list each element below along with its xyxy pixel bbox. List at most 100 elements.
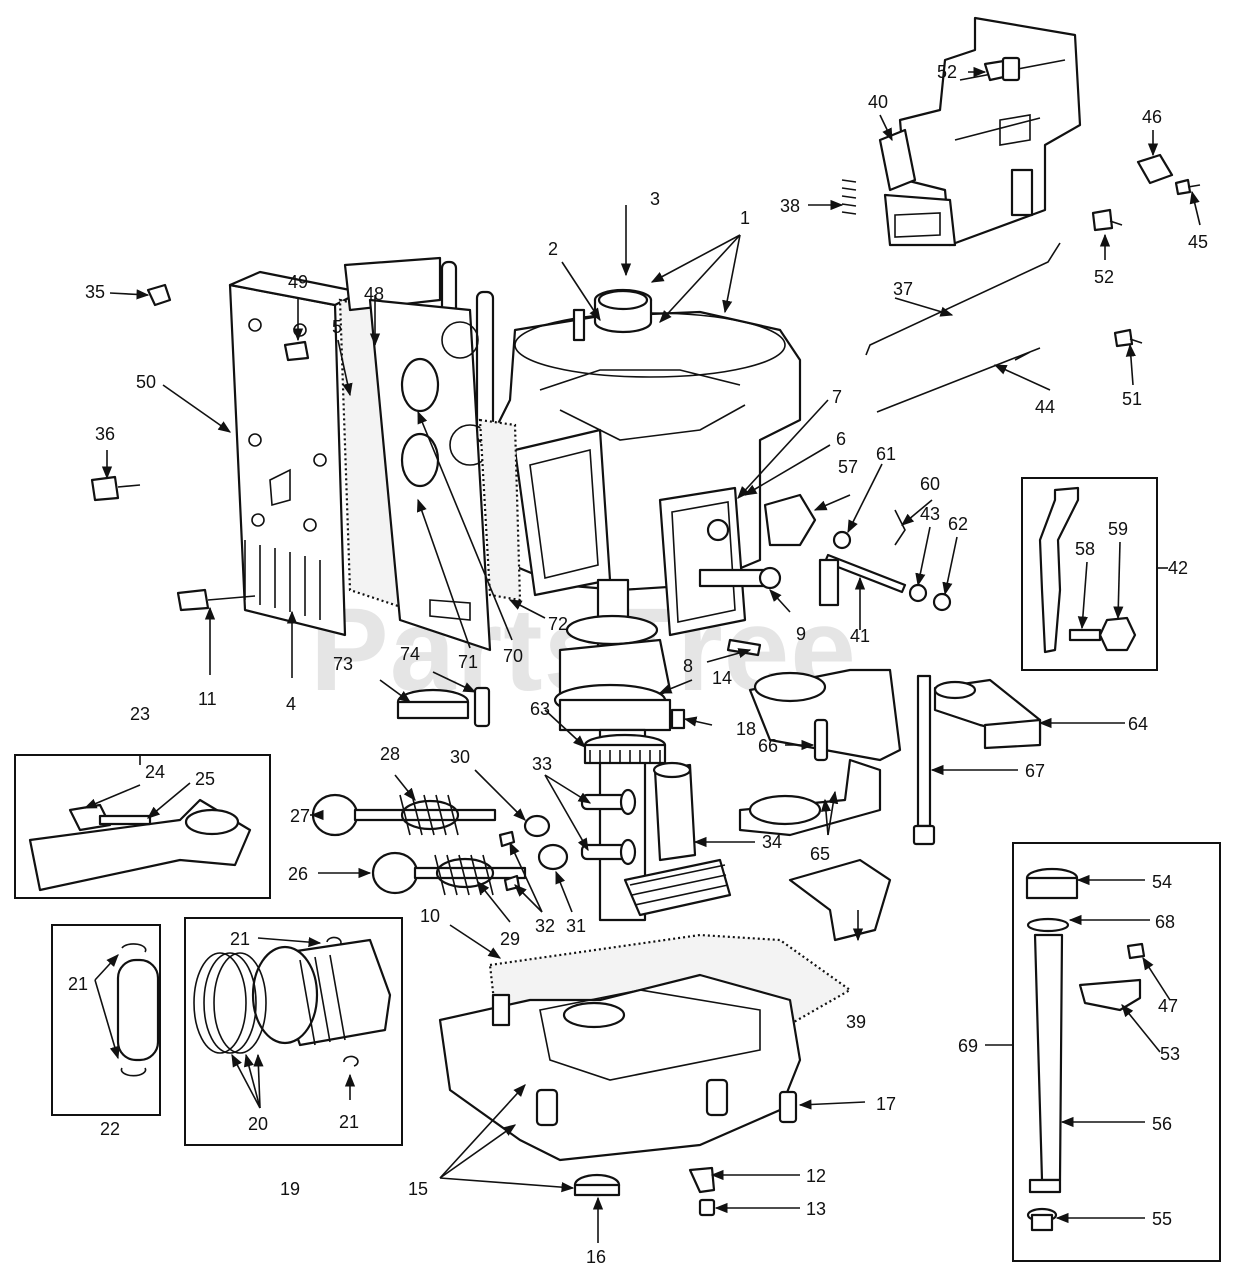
callout-4: 4 <box>286 694 296 714</box>
callout-21-a: 21 <box>230 929 250 949</box>
seal-68 <box>1026 917 1070 933</box>
screw-51 <box>1113 328 1143 348</box>
cylinder-head-50 <box>228 270 362 637</box>
callout-58: 58 <box>1075 539 1095 559</box>
callout-65: 65 <box>810 844 830 864</box>
piston-pin-group-box <box>51 924 161 1116</box>
callout-5: 5 <box>332 317 342 337</box>
callout-39: 39 <box>846 1012 866 1032</box>
callout-43: 43 <box>920 504 940 524</box>
valve-spring-29 <box>434 854 495 896</box>
dipstick-cap-54 <box>1025 867 1079 900</box>
callout-1: 1 <box>740 208 750 228</box>
governor-shaft-41 <box>818 553 907 607</box>
key-18 <box>670 708 686 730</box>
callout-20: 20 <box>248 1114 268 1134</box>
connecting-rod-assembly-23 <box>28 798 252 892</box>
callout-labels: 1 2 3 4 5 6 7 8 9 10 11 12 13 14 15 16 1… <box>68 62 1208 1267</box>
callout-74: 74 <box>400 644 420 664</box>
callout-60: 60 <box>920 474 940 494</box>
callout-42: 42 <box>1168 558 1188 578</box>
breather-assembly <box>658 486 782 637</box>
camshaft-34 <box>623 761 732 917</box>
governor-lever-42 <box>1038 486 1137 654</box>
link-44 <box>876 347 1041 413</box>
valve-26 <box>371 851 527 895</box>
callout-46: 46 <box>1142 107 1162 127</box>
callout-6: 6 <box>836 429 846 449</box>
callout-66: 66 <box>758 736 778 756</box>
callout-40: 40 <box>868 92 888 112</box>
callout-64: 64 <box>1128 714 1148 734</box>
callout-7: 7 <box>832 387 842 407</box>
governor-lever-group-box <box>1021 477 1158 671</box>
callout-32: 32 <box>535 916 555 936</box>
callout-52-a: 52 <box>937 62 957 82</box>
sump-15 <box>438 973 802 1162</box>
callout-31: 31 <box>566 916 586 936</box>
plug-13 <box>698 1198 716 1217</box>
bolt-17 <box>778 1090 798 1124</box>
callout-26: 26 <box>288 864 308 884</box>
callout-70: 70 <box>503 646 523 666</box>
piston-19 <box>251 938 392 1047</box>
callout-36: 36 <box>95 424 115 444</box>
callout-47: 47 <box>1158 996 1178 1016</box>
callout-14: 14 <box>712 668 732 688</box>
callout-15: 15 <box>408 1179 428 1199</box>
screw-52-right <box>1091 208 1123 232</box>
callout-22: 22 <box>100 1119 120 1139</box>
callout-49: 49 <box>288 272 308 292</box>
callout-50: 50 <box>136 372 156 392</box>
oil-seal-16 <box>573 1173 621 1197</box>
callout-19: 19 <box>280 1179 300 1199</box>
callout-30: 30 <box>450 747 470 767</box>
washer-43 <box>908 583 928 603</box>
callout-17: 17 <box>876 1094 896 1114</box>
callout-67: 67 <box>1025 761 1045 781</box>
bolt-52-top <box>983 56 1021 82</box>
governor-39 <box>788 858 892 942</box>
clip-60 <box>894 509 906 546</box>
valve-27 <box>311 793 497 837</box>
dowel-74 <box>473 686 491 728</box>
callout-71: 71 <box>458 652 478 672</box>
link-37 <box>865 242 1061 356</box>
crankshaft-14 <box>553 578 672 922</box>
callout-2: 2 <box>548 239 558 259</box>
callout-53: 53 <box>1160 1044 1180 1064</box>
grommet-55 <box>1026 1207 1058 1232</box>
callout-51: 51 <box>1122 389 1142 409</box>
callout-61: 61 <box>876 444 896 464</box>
retainer-30 <box>523 814 551 838</box>
callout-21-c: 21 <box>339 1112 359 1132</box>
callout-54: 54 <box>1152 872 1172 892</box>
callout-10: 10 <box>420 906 440 926</box>
connecting-rod-group-box <box>14 754 271 899</box>
callout-34: 34 <box>762 832 782 852</box>
clip-62 <box>932 592 952 612</box>
screw-49 <box>283 340 310 362</box>
callout-9: 9 <box>796 624 806 644</box>
screw-45 <box>1174 178 1201 196</box>
callout-69: 69 <box>958 1036 978 1056</box>
callout-73: 73 <box>333 654 353 674</box>
spring-38 <box>841 179 857 215</box>
callout-37: 37 <box>893 279 913 299</box>
piston-rings-20 <box>193 952 267 1054</box>
callout-13: 13 <box>806 1199 826 1219</box>
bracket-53 <box>1078 978 1142 1012</box>
callout-24: 24 <box>145 762 165 782</box>
retainer-31 <box>537 843 569 871</box>
callout-23: 23 <box>130 704 150 724</box>
screw-46 <box>1136 153 1174 185</box>
callout-38: 38 <box>780 196 800 216</box>
callout-28: 28 <box>380 744 400 764</box>
callout-8: 8 <box>683 656 693 676</box>
callout-11: 11 <box>198 689 217 709</box>
elbow-12 <box>688 1166 716 1194</box>
plug-35 <box>146 283 172 307</box>
piston-pin-22 <box>116 943 160 1077</box>
control-bracket <box>878 16 1082 247</box>
